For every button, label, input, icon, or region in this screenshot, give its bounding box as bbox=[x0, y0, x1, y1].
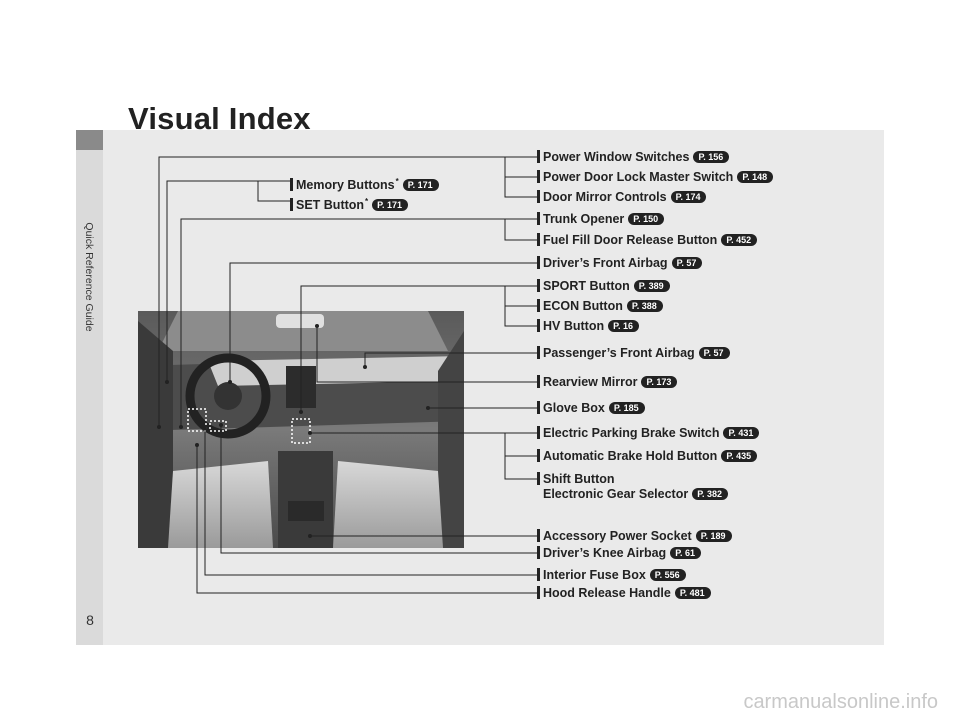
page-ref-link[interactable]: P. 150 bbox=[628, 213, 665, 225]
label-marker bbox=[537, 568, 540, 581]
page-ref-link[interactable]: P. 57 bbox=[698, 347, 730, 359]
label-marker bbox=[290, 178, 293, 191]
label-marker bbox=[537, 472, 540, 485]
page-ref-link[interactable]: P. 173 bbox=[641, 376, 678, 388]
page-ref-link[interactable]: P. 556 bbox=[649, 569, 686, 581]
label-marker bbox=[537, 233, 540, 246]
side-tab-marker bbox=[76, 130, 103, 150]
label-marker bbox=[537, 279, 540, 292]
page-title: Visual Index bbox=[128, 101, 311, 136]
page-ref-link[interactable]: P. 382 bbox=[692, 488, 729, 500]
label-marker bbox=[537, 529, 540, 542]
label-marker bbox=[537, 546, 540, 559]
label-marker bbox=[537, 375, 540, 388]
label-marker bbox=[537, 401, 540, 414]
page-ref-link[interactable]: P. 389 bbox=[633, 280, 670, 292]
page-ref-link[interactable]: P. 452 bbox=[721, 234, 758, 246]
label-marker bbox=[537, 449, 540, 462]
page-number: 8 bbox=[86, 612, 94, 628]
label-memory-buttons[interactable]: Memory Buttons*P. 171 bbox=[290, 174, 439, 193]
page-ref-link[interactable]: P. 388 bbox=[626, 300, 663, 312]
side-tab-strip bbox=[76, 130, 103, 645]
page-ref-link[interactable]: P. 435 bbox=[721, 450, 758, 462]
label-marker bbox=[537, 150, 540, 163]
page-ref-link[interactable]: P. 61 bbox=[670, 547, 702, 559]
label-marker bbox=[537, 256, 540, 269]
page-ref-link[interactable]: P. 481 bbox=[674, 587, 711, 599]
page-ref-link[interactable]: P. 189 bbox=[695, 530, 732, 542]
label-marker bbox=[537, 170, 540, 183]
label-marker bbox=[537, 426, 540, 439]
page-ref-link[interactable]: P. 57 bbox=[671, 257, 703, 269]
label-marker bbox=[537, 346, 540, 359]
page-ref-link[interactable]: P. 171 bbox=[372, 199, 409, 211]
label-marker bbox=[537, 319, 540, 332]
watermark: carmanualsonline.info bbox=[743, 691, 938, 713]
page-ref-link[interactable]: P. 148 bbox=[737, 171, 774, 183]
label-marker bbox=[537, 586, 540, 599]
label-marker bbox=[290, 198, 293, 211]
page-ref-link[interactable]: P. 431 bbox=[723, 427, 760, 439]
label-marker bbox=[537, 299, 540, 312]
page-ref-link[interactable]: P. 174 bbox=[670, 191, 707, 203]
page-ref-link[interactable]: P. 16 bbox=[608, 320, 639, 332]
page-ref-link[interactable]: P. 171 bbox=[402, 179, 439, 191]
label-set-button[interactable]: SET Button*P. 171 bbox=[290, 194, 409, 213]
label-marker bbox=[537, 212, 540, 225]
label-marker bbox=[537, 190, 540, 203]
page-ref-link[interactable]: P. 156 bbox=[693, 151, 730, 163]
page-ref-link[interactable]: P. 185 bbox=[608, 402, 645, 414]
